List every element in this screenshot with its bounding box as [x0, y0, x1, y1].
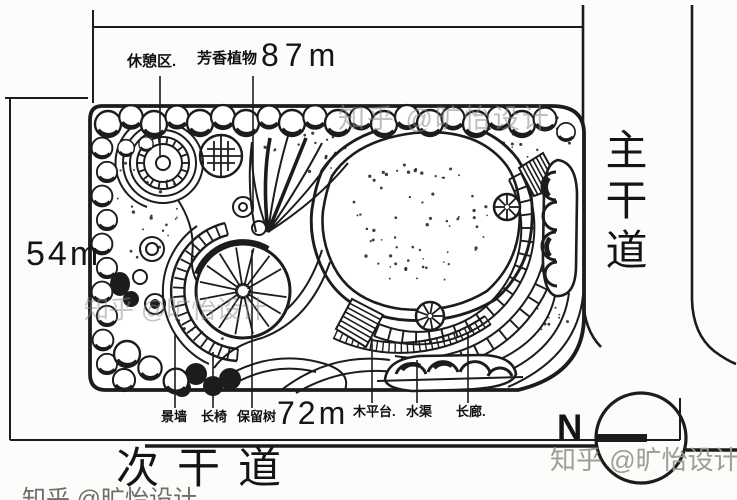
seat-wall-ticks — [173, 223, 239, 361]
watermark-top: 知乎 @旷怡设计 — [338, 104, 551, 134]
mini-tree-spokes-2 — [417, 303, 443, 329]
watermark-bottom-left: 知乎 @旷怡设计 — [22, 486, 198, 500]
dimension-top-label: 87m — [261, 37, 342, 73]
dimension-left-label: 54m — [26, 235, 102, 273]
annotation-wood-deck: 木平台. — [353, 404, 396, 419]
right-planter — [540, 158, 579, 298]
annotation-bench: 长椅 — [201, 409, 228, 424]
preserved-tree-spokes — [199, 247, 287, 335]
annotation-aromatic-plants: 芳香植物 — [197, 50, 258, 67]
lattice-bed — [198, 133, 244, 179]
bottom-planter — [376, 353, 524, 393]
annotation-scenery-wall: 景墙 — [161, 409, 188, 424]
north-bar-icon — [597, 434, 647, 442]
road-secondary-label: 次干道 — [116, 445, 299, 493]
annotation-water-channel: 水渠 — [406, 404, 433, 419]
road-main-label: 主干道 — [600, 128, 647, 278]
fan-planting-bed — [248, 135, 349, 233]
dimension-lines — [5, 10, 681, 441]
watermark-bottom-right: 知乎 @旷怡设计 — [550, 445, 737, 475]
annotation-preserved-tree: 保留树 — [237, 409, 277, 424]
dimension-bottom-label: 72m — [277, 395, 349, 431]
leader-lines — [159, 76, 469, 408]
watermark-left: 知乎 @旷怡设计 — [84, 296, 267, 324]
annotation-corridor: 长廊. — [456, 404, 486, 419]
mini-tree-spokes-1 — [495, 195, 519, 219]
pergola-inner-ticks — [373, 172, 535, 345]
flow-paths — [177, 199, 397, 394]
north-label: N — [557, 408, 583, 447]
north-symbol — [594, 391, 688, 485]
wedge-hatch-2 — [337, 302, 381, 344]
annotation-rest-area: 休憩区. — [127, 53, 177, 70]
north-circle-icon — [594, 391, 688, 485]
small-circles — [132, 196, 267, 315]
